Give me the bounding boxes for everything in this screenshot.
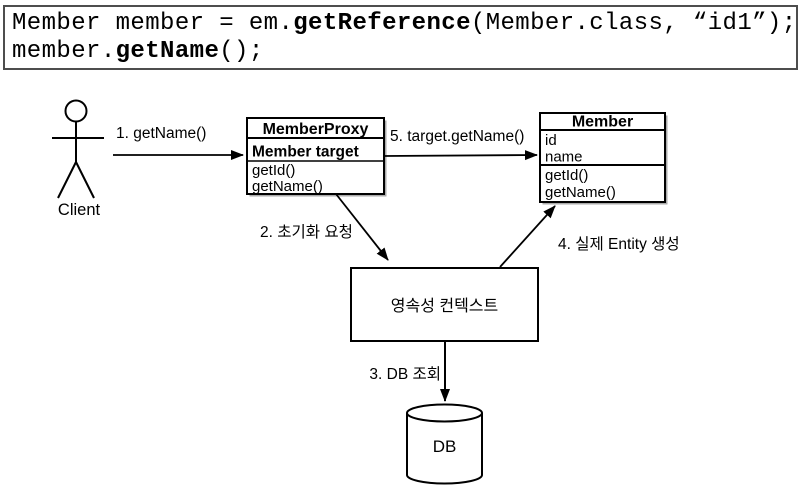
arrow-step2-label: 2. 초기화 요청 (260, 223, 353, 241)
code-snippet-box: Member member = em.getReference(Member.c… (3, 5, 798, 70)
member-box: Member id name getId() getName() (539, 112, 668, 205)
code-segment: Member member = em. (12, 10, 294, 37)
actor-leg-left (57, 161, 77, 199)
db-cylinder-icon: DB (406, 403, 483, 485)
member-proxy-field-target: Member target (252, 144, 359, 161)
member-attr-name: name (545, 149, 583, 166)
arrow-step4-label: 4. 실제 Entity 생성 (558, 235, 680, 253)
arrow-step5-label: 5. target.getName() (390, 128, 524, 145)
code-segment-bold-getname: getName (115, 38, 220, 65)
arrow-step3-label: 3. DB 조회 (369, 365, 441, 383)
actor-head (64, 99, 88, 123)
code-line-2: member.getName(); (12, 38, 796, 66)
code-segment: (); (219, 38, 264, 65)
persistence-context-frame (350, 267, 539, 342)
member-title: Member (572, 114, 633, 131)
member-frame (539, 112, 666, 203)
arrow-step4 (499, 205, 556, 268)
db-cylinder-body (406, 413, 483, 485)
code-line-1: Member member = em.getReference(Member.c… (12, 10, 796, 38)
persistence-context-label: 영속성 컨텍스트 (391, 297, 499, 315)
code-segment: member. (12, 38, 116, 65)
actor-leg-right (75, 161, 95, 199)
member-method-getid: getId() (545, 167, 588, 184)
member-proxy-method-getid: getId() (252, 162, 295, 179)
member-attr-id: id (545, 132, 557, 149)
code-segment-bold-getreference: getReference (293, 10, 471, 37)
client-label: Client (58, 201, 101, 219)
persistence-context-box: 영속성 컨텍스트 (350, 267, 539, 342)
member-proxy-box: MemberProxy Member target getId() getNam… (246, 117, 387, 197)
proxy-diagram-canvas: Client 1. getName() MemberProxy Member t… (52, 99, 680, 485)
client-actor-icon (52, 99, 104, 199)
member-proxy-method-getname: getName() (252, 178, 323, 195)
code-segment: (Member.class, “id1”); (470, 10, 797, 37)
member-proxy-frame (246, 117, 385, 195)
arrow-step2 (335, 193, 389, 261)
member-proxy-title: MemberProxy (263, 121, 369, 138)
db-label: DB (433, 437, 457, 456)
arrow-step1-label: 1. getName() (116, 125, 206, 142)
member-method-getname: getName() (545, 184, 616, 201)
db-cylinder-top (406, 403, 483, 423)
arrow-step5 (383, 150, 538, 161)
